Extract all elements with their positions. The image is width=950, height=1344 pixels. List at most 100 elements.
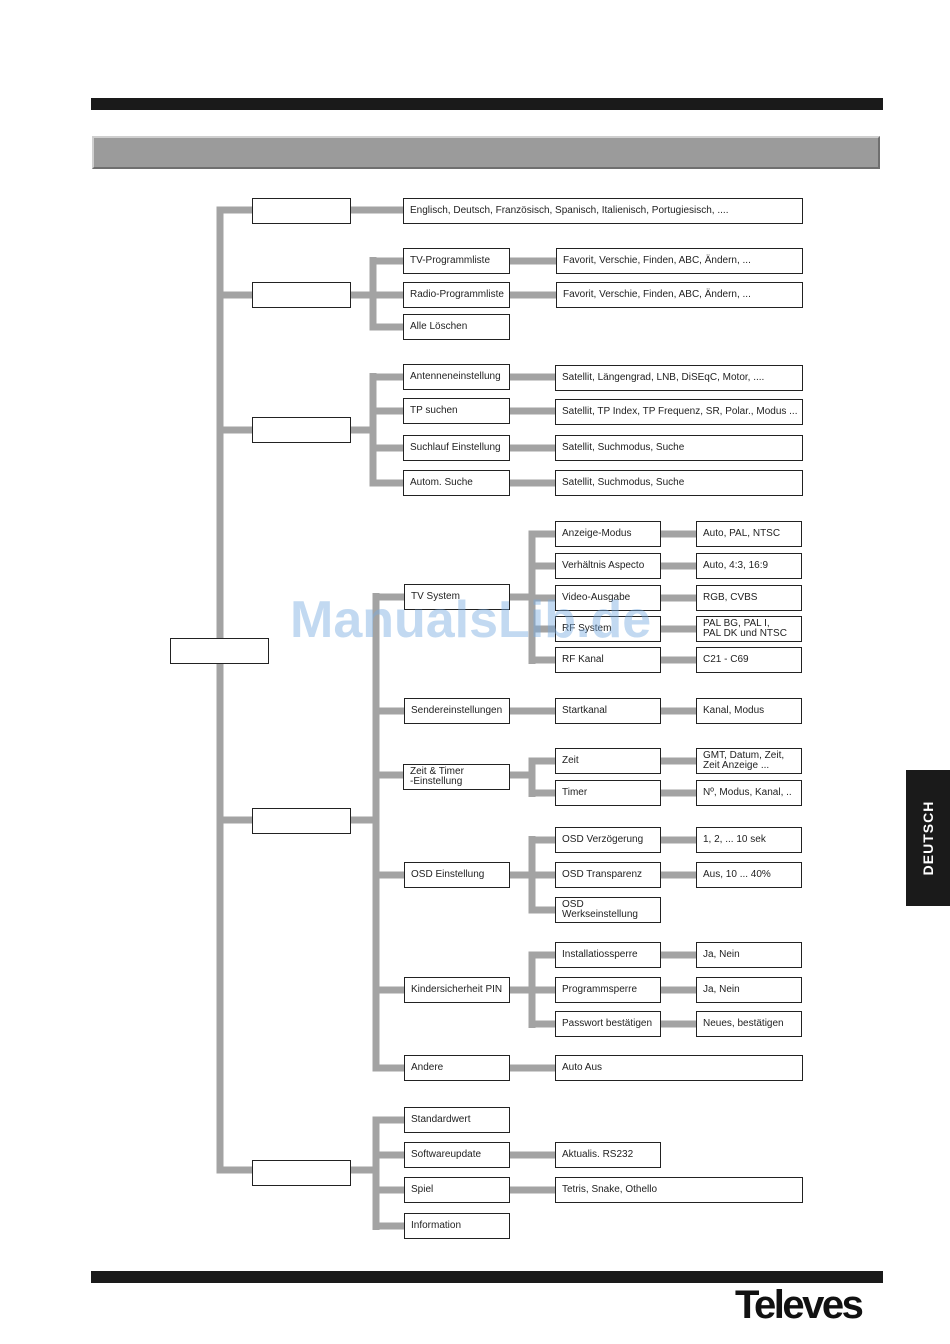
box-label: Video-Ausgabe <box>562 592 631 603</box>
box-label: Satellit, Suchmodus, Suche <box>562 442 685 453</box>
menu-configuration-box[interactable] <box>252 808 351 834</box>
display-mode[interactable]: Anzeige-Modus <box>555 521 661 547</box>
tv-program-list-options[interactable]: Favorit, Verschie, Finden, ABC, Ändern, … <box>556 248 803 274</box>
box-label: Nº, Modus, Kanal, .. <box>703 787 792 798</box>
box-label: Satellit, Längengrad, LNB, DiSEqC, Motor… <box>562 372 765 383</box>
rf-channel-options[interactable]: C21 - C69 <box>696 647 802 673</box>
installation-lock-options[interactable]: Ja, Nein <box>696 942 802 968</box>
box-label: OSD Verzögerung <box>562 834 644 845</box>
rf-system[interactable]: RF System <box>555 616 661 642</box>
box-label: Standardwert <box>411 1114 471 1125</box>
box-label: Information <box>411 1220 462 1231</box>
start-channel-options[interactable]: Kanal, Modus <box>696 698 802 724</box>
menu-language-box[interactable] <box>252 198 351 224</box>
password-confirm[interactable]: Passwort bestätigen <box>555 1011 661 1037</box>
box-label: RF Kanal <box>562 654 604 665</box>
box-label: Timer <box>562 787 588 798</box>
program-lock[interactable]: Programmsperre <box>555 977 661 1003</box>
rf-channel[interactable]: RF Kanal <box>555 647 661 673</box>
station-settings[interactable]: Sendereinstellungen <box>404 698 510 724</box>
box-label: Spiel <box>411 1184 434 1195</box>
side-tab-label: DEUTSCH <box>920 800 936 876</box>
video-output-options[interactable]: RGB, CVBS <box>696 585 802 611</box>
root-menu-box[interactable] <box>170 638 269 664</box>
box-label: PAL BG, PAL I, PAL DK und NTSC <box>703 618 787 639</box>
tv-system[interactable]: TV System <box>404 584 510 610</box>
box-label: Tetris, Snake, Othello <box>562 1184 658 1195</box>
scan-setting-options[interactable]: Satellit, Suchmodus, Suche <box>555 435 803 461</box>
tv-program-list[interactable]: TV-Programmliste <box>403 248 510 274</box>
auto-off[interactable]: Auto Aus <box>555 1055 803 1081</box>
box-label: Radio-Programmliste <box>410 289 504 300</box>
password-confirm-options[interactable]: Neues, bestätigen <box>696 1011 802 1037</box>
osd-delay-options[interactable]: 1, 2, ... 10 sek <box>696 827 802 853</box>
installation-lock[interactable]: Installatiossperre <box>555 942 661 968</box>
timer-options[interactable]: Nº, Modus, Kanal, .. <box>696 780 802 806</box>
osd-transparency-options[interactable]: Aus, 10 ... 40% <box>696 862 802 888</box>
antenna-setting[interactable]: Antenneneinstellung <box>403 364 510 390</box>
box-label: Satellit, Suchmodus, Suche <box>562 477 685 488</box>
time-options[interactable]: GMT, Datum, Zeit, Zeit Anzeige ... <box>696 748 802 774</box>
tp-search-options[interactable]: Satellit, TP Index, TP Frequenz, SR, Pol… <box>555 399 803 425</box>
box-label: Ja, Nein <box>703 984 740 995</box>
box-label: Verhältnis Aspecto <box>562 560 645 571</box>
time[interactable]: Zeit <box>555 748 661 774</box>
osd-delay[interactable]: OSD Verzögerung <box>555 827 661 853</box>
aspect-ratio-options[interactable]: Auto, 4:3, 16:9 <box>696 553 802 579</box>
osd-factory-setting[interactable]: OSD Werkseinstellung <box>555 897 661 923</box>
box-label: Anzeige-Modus <box>562 528 632 539</box>
language-options[interactable]: Englisch, Deutsch, Französisch, Spanisch… <box>403 198 803 224</box>
box-label: OSD Werkseinstellung <box>562 899 638 920</box>
box-label: TP suchen <box>410 405 458 416</box>
antenna-setting-options[interactable]: Satellit, Längengrad, LNB, DiSEqC, Motor… <box>555 365 803 391</box>
other[interactable]: Andere <box>404 1055 510 1081</box>
parental-pin[interactable]: Kindersicherheit PIN <box>404 977 510 1003</box>
box-label: GMT, Datum, Zeit, Zeit Anzeige ... <box>703 750 785 771</box>
software-update[interactable]: Softwareupdate <box>404 1142 510 1168</box>
information[interactable]: Information <box>404 1213 510 1239</box>
osd-setting[interactable]: OSD Einstellung <box>404 862 510 888</box>
menu-programs-box[interactable] <box>252 282 351 308</box>
box-label: Favorit, Verschie, Finden, ABC, Ändern, … <box>563 255 751 266</box>
box-label: Favorit, Verschie, Finden, ABC, Ändern, … <box>563 289 751 300</box>
box-label: Softwareupdate <box>411 1149 482 1160</box>
box-label: Antenneneinstellung <box>410 371 501 382</box>
rf-system-options[interactable]: PAL BG, PAL I, PAL DK und NTSC <box>696 616 802 642</box>
box-label: Installatiossperre <box>562 949 638 960</box>
box-label: Neues, bestätigen <box>703 1018 784 1029</box>
default-value[interactable]: Standardwert <box>404 1107 510 1133</box>
box-label: Satellit, TP Index, TP Frequenz, SR, Pol… <box>562 406 798 417</box>
game[interactable]: Spiel <box>404 1177 510 1203</box>
display-mode-options[interactable]: Auto, PAL, NTSC <box>696 521 802 547</box>
aspect-ratio[interactable]: Verhältnis Aspecto <box>555 553 661 579</box>
box-label: Auto, 4:3, 16:9 <box>703 560 769 571</box>
radio-program-list[interactable]: Radio-Programmliste <box>403 282 510 308</box>
game-options[interactable]: Tetris, Snake, Othello <box>555 1177 803 1203</box>
menu-tools-box[interactable] <box>252 1160 351 1186</box>
box-label: Autom. Suche <box>410 477 473 488</box>
box-label: Passwort bestätigen <box>562 1018 653 1029</box>
osd-transparency[interactable]: OSD Transparenz <box>555 862 661 888</box>
scan-setting[interactable]: Suchlauf Einstellung <box>403 435 510 461</box>
time-timer-setting[interactable]: Zeit & Timer -Einstellung <box>403 764 510 790</box>
box-label: RGB, CVBS <box>703 592 758 603</box>
menu-installation-box[interactable] <box>252 417 351 443</box>
box-label: C21 - C69 <box>703 654 749 665</box>
bottom-bar <box>91 1271 883 1283</box>
video-output[interactable]: Video-Ausgabe <box>555 585 661 611</box>
box-label: OSD Transparenz <box>562 869 643 880</box>
box-label: TV System <box>411 591 460 602</box>
start-channel[interactable]: Startkanal <box>555 698 661 724</box>
tp-search[interactable]: TP suchen <box>403 398 510 424</box>
program-lock-options[interactable]: Ja, Nein <box>696 977 802 1003</box>
timer[interactable]: Timer <box>555 780 661 806</box>
auto-search-options[interactable]: Satellit, Suchmodus, Suche <box>555 470 803 496</box>
auto-search[interactable]: Autom. Suche <box>403 470 510 496</box>
software-update-options[interactable]: Aktualis. RS232 <box>555 1142 661 1168</box>
box-label: Englisch, Deutsch, Französisch, Spanisch… <box>410 205 729 216</box>
radio-program-list-options[interactable]: Favorit, Verschie, Finden, ABC, Ändern, … <box>556 282 803 308</box>
delete-all[interactable]: Alle Löschen <box>403 314 510 340</box>
box-label: TV-Programmliste <box>410 255 491 266</box>
language-side-tab: DEUTSCH <box>906 770 950 906</box>
